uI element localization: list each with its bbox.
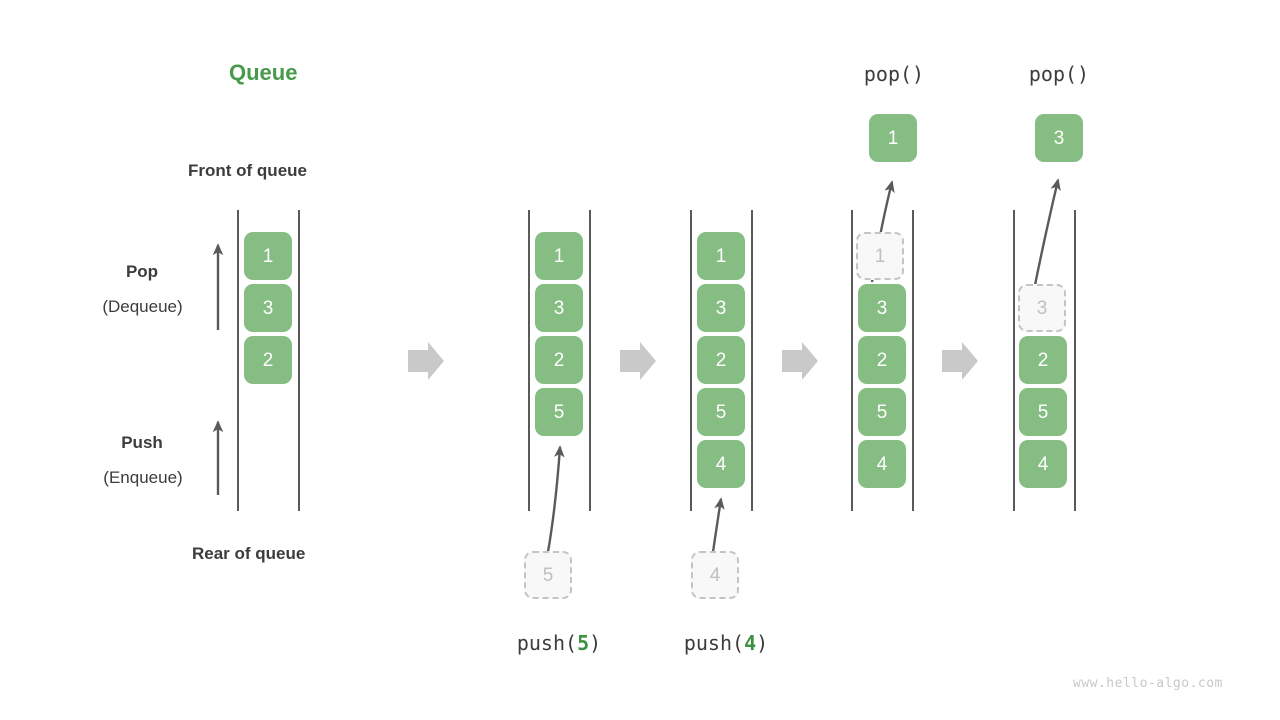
push-5-caption-prefix: push( <box>516 631 578 655</box>
queue-cell: 4 <box>858 440 906 488</box>
queue-cell: 5 <box>858 388 906 436</box>
queue-cell: 5 <box>697 388 745 436</box>
queue-rail-left <box>851 210 853 511</box>
flow-arrow-1 <box>408 342 444 380</box>
queue-cell: 2 <box>697 336 745 384</box>
queue-rail-right <box>589 210 591 511</box>
push-5-caption-suffix: ) <box>589 631 602 655</box>
queue-cell: 3 <box>858 284 906 332</box>
flow-arrow-2 <box>620 342 656 380</box>
front-of-queue-label: Front of queue <box>188 161 307 180</box>
push-4-caption: push(4) <box>656 631 796 655</box>
pop-annotation-sub: (Dequeue) <box>102 297 183 316</box>
pop-1-caption: pop() <box>863 62 925 86</box>
queue-cell: 1 <box>535 232 583 280</box>
queue-cell: 4 <box>1019 440 1067 488</box>
push-4-insert-arrow <box>711 497 725 553</box>
incoming-element-ghost: 4 <box>691 551 739 599</box>
queue-rail-right <box>912 210 914 511</box>
queue-cell-new: 5 <box>535 388 583 436</box>
push-annotation-sub: (Enqueue) <box>103 468 183 487</box>
incoming-element-ghost: 5 <box>524 551 572 599</box>
watermark: www.hello-algo.com <box>1073 676 1223 691</box>
queue-rail-left <box>528 210 530 511</box>
pop-annotation-label: Pop <box>125 262 159 281</box>
queue-rail-right <box>1074 210 1076 511</box>
outgoing-element: 3 <box>1035 114 1083 162</box>
queue-cell: 1 <box>697 232 745 280</box>
flow-arrow-4 <box>942 342 978 380</box>
push-4-caption-prefix: push( <box>683 631 745 655</box>
queue-rail-left <box>690 210 692 511</box>
queue-cell-removed: 3 <box>1018 284 1066 332</box>
push-4-caption-arg: 4 <box>744 631 757 655</box>
push-5-caption: push(5) <box>489 631 629 655</box>
queue-rail-right <box>298 210 300 511</box>
pop-3-caption: pop() <box>1028 62 1090 86</box>
rear-of-queue-label: Rear of queue <box>192 544 306 563</box>
queue-cell: 2 <box>1019 336 1067 384</box>
push-5-insert-arrow <box>546 445 565 553</box>
queue-cell-removed: 1 <box>856 232 904 280</box>
pop-3-remove-arrow <box>1032 178 1061 291</box>
page-title: Queue <box>229 60 298 85</box>
outgoing-element: 1 <box>869 114 917 162</box>
queue-cell: 2 <box>535 336 583 384</box>
queue-cell: 3 <box>535 284 583 332</box>
queue-cell: 5 <box>1019 388 1067 436</box>
push-5-caption-arg: 5 <box>577 631 590 655</box>
queue-rail-left <box>237 210 239 511</box>
queue-rail-left <box>1013 210 1015 511</box>
queue-cell: 2 <box>858 336 906 384</box>
queue-cell: 3 <box>697 284 745 332</box>
push-4-caption-suffix: ) <box>756 631 769 655</box>
push-annotation-label: Push <box>121 433 163 452</box>
queue-rail-right <box>751 210 753 511</box>
queue-cell: 2 <box>244 336 292 384</box>
flow-arrow-3 <box>782 342 818 380</box>
queue-cell: 3 <box>244 284 292 332</box>
queue-cell: 1 <box>244 232 292 280</box>
queue-cell-new: 4 <box>697 440 745 488</box>
